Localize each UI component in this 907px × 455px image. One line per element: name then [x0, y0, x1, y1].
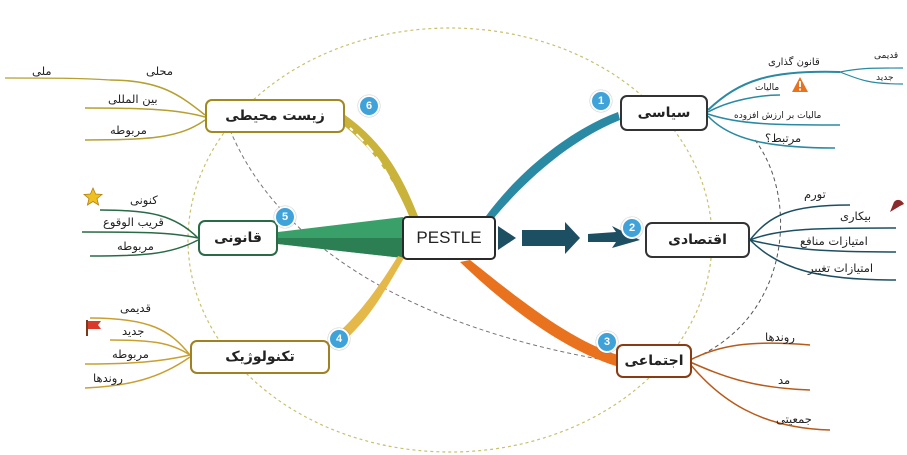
leaf-tech-related[interactable]: مربوطه: [112, 347, 149, 361]
node-legal-label: قانونی: [214, 230, 262, 246]
legal-subline: [99, 209, 199, 239]
badge-economic: 2: [621, 217, 643, 239]
branch-environmental-highlight: [349, 127, 403, 206]
leaf-tech-new[interactable]: جدید: [122, 324, 145, 338]
political-subline: [707, 70, 841, 111]
social-subline: [689, 342, 811, 361]
node-social-label: اجتماعی: [624, 353, 684, 369]
political-legislation-subline: [839, 67, 904, 73]
branch-environmental: [338, 115, 418, 218]
badge-economic-number: 2: [628, 222, 636, 234]
badge-legal-number: 5: [281, 211, 289, 223]
node-environmental-label: زیست محیطی: [225, 108, 325, 124]
tech-subline-4: [84, 356, 191, 389]
node-environmental[interactable]: زیست محیطی: [205, 99, 345, 133]
badge-technological-number: 4: [335, 333, 343, 345]
node-economic[interactable]: اقتصادی: [645, 222, 750, 258]
env-subline-2: [84, 107, 206, 118]
economic-subline-3: [749, 239, 897, 253]
leaf-economic-benefit[interactable]: امتیازات منافع: [800, 234, 868, 248]
legal-subline-2: [81, 231, 199, 239]
political-legislation-subline-2: [839, 71, 904, 85]
env-subline: [109, 79, 206, 116]
leaf-legal-imminent[interactable]: قریب الوقوع: [103, 215, 164, 229]
leaf-social-demographic[interactable]: جمعیتی: [776, 412, 812, 426]
flag-pin-icon: [890, 199, 904, 212]
branch-economic: [522, 222, 580, 254]
economic-subline-2: [749, 227, 897, 241]
leaf-env-local[interactable]: محلی: [146, 64, 173, 78]
node-political[interactable]: سیاسی: [620, 95, 708, 131]
badge-environmental-number: 6: [365, 100, 373, 112]
leaf-legal-related[interactable]: مربوطه: [117, 239, 154, 253]
leaf-env-national[interactable]: ملی: [32, 64, 52, 78]
legal-subline-3: [89, 239, 199, 257]
branch-legal-shade: [278, 238, 403, 258]
badge-social: 3: [596, 331, 618, 353]
tech-subline-2: [109, 339, 191, 356]
badge-technological: 4: [328, 328, 350, 350]
node-legal[interactable]: قانونی: [198, 220, 278, 256]
leaf-economic-change[interactable]: امتیازات تغییر: [808, 261, 874, 275]
star-icon: [82, 186, 104, 206]
leaf-social-fashion[interactable]: مد: [778, 373, 791, 387]
social-subline-3: [689, 363, 831, 431]
economic-subline: [749, 204, 851, 241]
center-node-label: PESTLE: [416, 228, 482, 247]
leaf-env-related[interactable]: مربوطه: [110, 123, 147, 137]
leaf-political-legislation-old[interactable]: قدیمی: [874, 51, 899, 61]
badge-social-number: 3: [603, 336, 611, 348]
leaf-env-international[interactable]: بین المللی: [108, 92, 158, 106]
node-social[interactable]: اجتماعی: [616, 344, 692, 378]
branch-social: [460, 260, 618, 366]
branch-economic-2: [588, 226, 640, 248]
tech-subline: [89, 317, 191, 356]
badge-environmental: 6: [358, 95, 380, 117]
leaf-political-legislation-new[interactable]: جدید: [876, 73, 894, 83]
center-node[interactable]: PESTLE: [402, 216, 496, 260]
node-technological-label: تکنولوژیک: [225, 349, 295, 365]
node-technological[interactable]: تکنولوژیک: [190, 340, 330, 374]
leaf-political-tax[interactable]: مالیات: [755, 83, 780, 93]
badge-legal: 5: [274, 206, 296, 228]
political-subline-3: [707, 113, 841, 126]
node-political-label: سیاسی: [637, 105, 691, 121]
env-local-subline: [4, 77, 111, 81]
env-subline-3: [84, 119, 206, 141]
branch-economic-arrow: [498, 226, 516, 250]
political-subline-4: [707, 115, 836, 149]
leaf-political-legislation[interactable]: قانون گذاری: [768, 57, 820, 68]
tech-subline-3: [84, 354, 191, 365]
branch-technological: [330, 256, 404, 346]
leaf-social-trends[interactable]: روندها: [765, 330, 795, 344]
branch-political: [486, 112, 620, 218]
warning-icon: [792, 77, 808, 92]
red-flag-icon: [86, 320, 101, 336]
link-environment-technology: [229, 129, 617, 363]
link-political-social: [689, 139, 781, 361]
social-subline-2: [689, 361, 811, 391]
economic-subline-4: [749, 239, 897, 281]
badge-political-number: 1: [597, 95, 605, 107]
leaf-economic-unemployment[interactable]: بیکاری: [840, 209, 872, 223]
leaf-legal-current[interactable]: کنونی: [130, 193, 158, 207]
leaf-tech-old[interactable]: قدیمی: [120, 301, 151, 315]
political-subline-2: [707, 94, 781, 113]
badge-political: 1: [590, 90, 612, 112]
leaf-political-related[interactable]: مرتبط؟: [765, 131, 802, 145]
leaf-tech-trends[interactable]: روندها: [93, 371, 123, 385]
node-economic-label: اقتصادی: [668, 232, 727, 248]
leaf-political-vat[interactable]: مالیات بر ارزش افزوده: [734, 111, 822, 121]
leaf-economic-inflation[interactable]: تورم: [804, 187, 826, 201]
